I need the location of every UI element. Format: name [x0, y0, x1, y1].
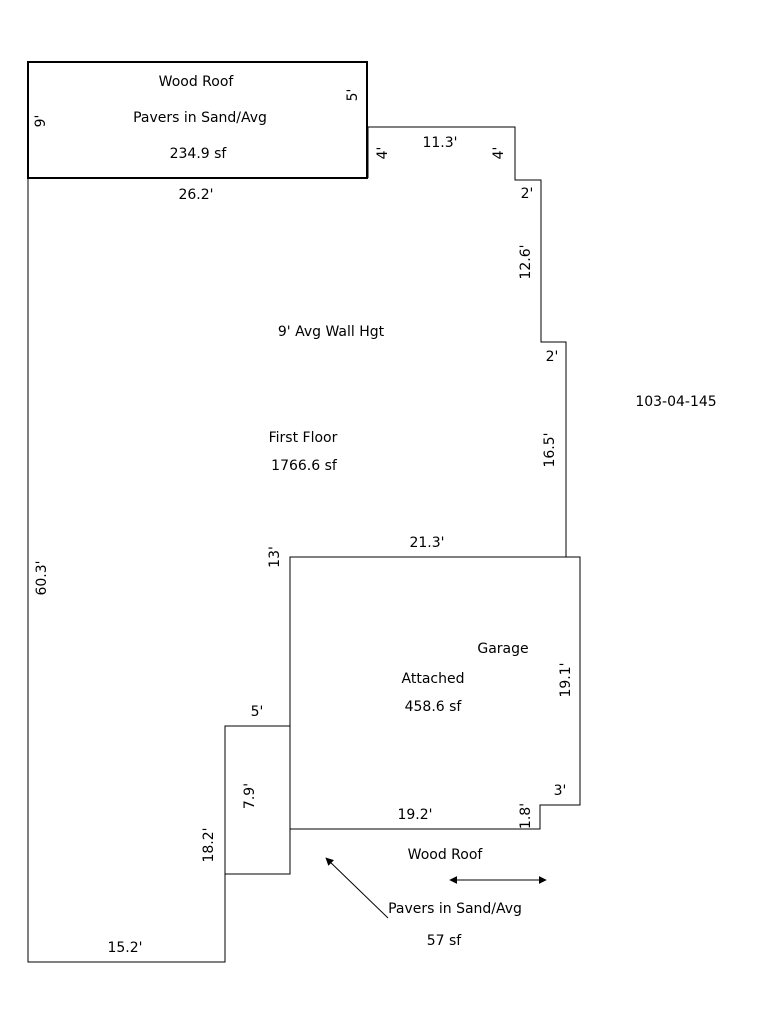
- dim-step-down-left: 4': [375, 147, 391, 160]
- garage-area-label: 458.6 sf: [405, 699, 463, 715]
- dim-side-2: 16.5': [542, 432, 558, 467]
- dim-bottom-run: 15.2': [107, 940, 142, 956]
- dim-jog-2: 2': [546, 349, 559, 365]
- wall-height-label: 9' Avg Wall Hgt: [278, 324, 385, 340]
- first-floor-outline: [27, 62, 567, 963]
- patio-roof-label: Wood Roof: [408, 847, 484, 863]
- patio-outline: [224, 725, 291, 875]
- patio-surface-label: Pavers in Sand/Avg: [388, 901, 522, 917]
- pointer-arrow: [325, 857, 389, 919]
- dim-garage-right: 19.1': [558, 662, 574, 697]
- porch-area-label: 234.9 sf: [170, 146, 228, 162]
- dim-lower-left: 18.2': [201, 827, 217, 862]
- porch-roof-label: Wood Roof: [159, 74, 235, 90]
- parcel-id-label: 103-04-145: [635, 394, 716, 410]
- dim-porch-bottom: 26.2': [178, 187, 213, 203]
- dim-step-down-right: 4': [491, 147, 507, 160]
- dim-garage-jog: 3': [554, 783, 567, 799]
- first-floor-area-label: 1766.6 sf: [271, 458, 338, 474]
- patio-area-label: 57 sf: [427, 933, 463, 949]
- dim-patio-top: 5': [251, 704, 264, 720]
- garage-type-label: Attached: [402, 671, 465, 687]
- porch-surface-label: Pavers in Sand/Avg: [133, 110, 267, 126]
- dim-garage-top: 21.3': [409, 535, 444, 551]
- porch-outline: [27, 61, 368, 179]
- dim-jog-1: 2': [521, 186, 534, 202]
- dim-left-side: 60.3': [34, 560, 50, 595]
- dim-garage-notch: 1.8': [518, 803, 534, 829]
- garage-label: Garage: [477, 641, 528, 657]
- first-floor-label: First Floor: [269, 430, 338, 446]
- dim-porch-right: 5': [345, 89, 361, 102]
- dim-garage-left: 13': [267, 546, 283, 568]
- dim-top-run: 11.3': [422, 135, 457, 151]
- dim-porch-left: 9': [33, 115, 49, 128]
- dim-side-1: 12.6': [518, 244, 534, 279]
- dim-garage-bottom: 19.2': [397, 807, 432, 823]
- dim-patio-side: 7.9': [242, 783, 258, 809]
- garage-outline: [289, 556, 581, 830]
